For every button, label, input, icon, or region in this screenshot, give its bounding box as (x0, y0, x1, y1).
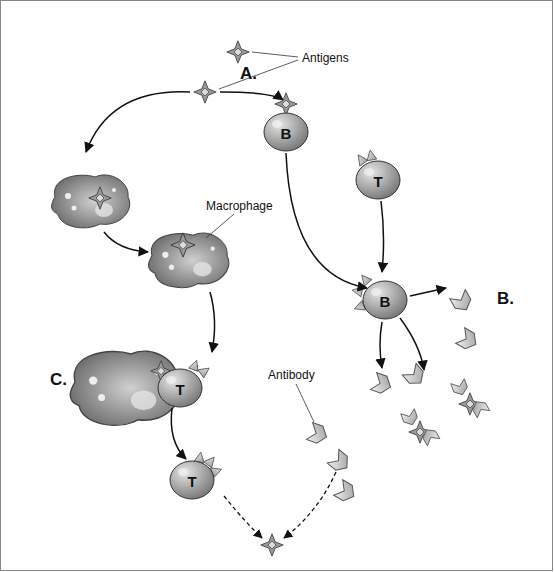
flow-arrow (381, 201, 384, 272)
cell-letter: T (355, 173, 401, 190)
cell-node: T (169, 460, 215, 500)
callout-label: Antibody (268, 368, 315, 382)
cell-letter: B (362, 293, 408, 310)
flow-arrow (286, 153, 367, 288)
cell-node: T (157, 368, 203, 408)
cell-node: T (355, 160, 401, 200)
cell-letter: T (169, 473, 215, 490)
cell-letter: T (157, 381, 203, 398)
callout-label: Antigens (302, 51, 349, 65)
callout-label: Macrophage (206, 199, 273, 213)
flow-arrow (171, 408, 186, 459)
cell-node: B (362, 280, 408, 320)
cell-letter: B (263, 125, 309, 142)
cell-node: B (263, 112, 309, 152)
panel-letter: B. (497, 289, 514, 309)
panel-letter: A. (240, 64, 257, 84)
panel-letter: C. (50, 370, 67, 390)
